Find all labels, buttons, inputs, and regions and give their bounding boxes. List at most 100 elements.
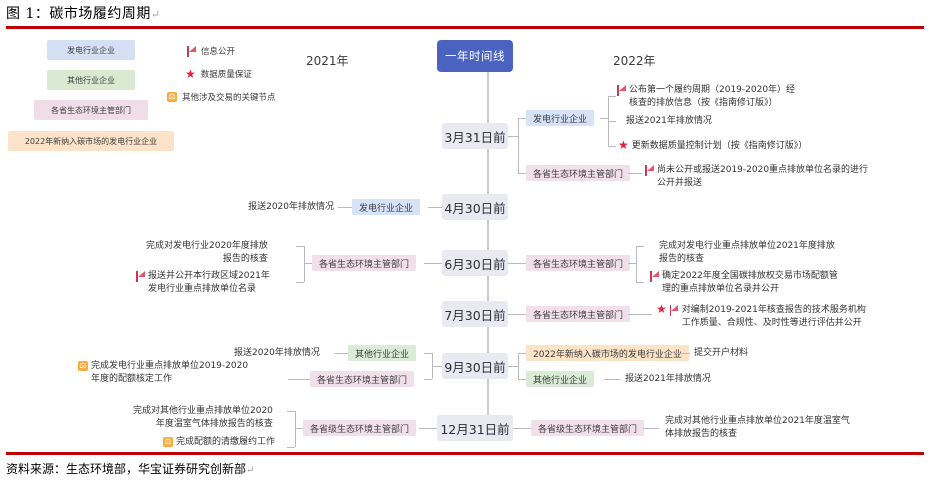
connector	[628, 263, 636, 264]
leaf-text: 报送2020年排放情况	[234, 348, 320, 358]
connector	[432, 366, 442, 367]
role-chip-provincial-depts[interactable]: 各省生态环境主管部门	[310, 371, 415, 387]
date-node-jun30[interactable]: 6月30日前	[442, 250, 508, 276]
star-icon: ★	[618, 138, 629, 152]
role-chip-label: 各省生态环境主管部门	[533, 310, 624, 321]
leaf-item: 完成对发电行业重点排放单位2021年度排放 报告的核查	[659, 240, 835, 265]
legend-marker-label: 其他涉及交易的关键节点	[182, 93, 276, 103]
role-chip-label: 其他行业企业	[355, 349, 410, 360]
top-rule	[6, 26, 924, 29]
date-node-apr30[interactable]: 4月30日前	[442, 194, 508, 220]
role-chip-provincial-depts[interactable]: 各省生态环境主管部门	[312, 255, 417, 271]
connector	[608, 146, 616, 147]
legend-chip-label: 2022年新纳入碳市场的发电行业企业	[24, 136, 158, 146]
flag-icon	[669, 305, 679, 316]
connector	[636, 282, 644, 283]
connector	[432, 353, 433, 379]
leaf-item: 完成对其他行业重点排放单位2021年度温室气 体排放报告的核查	[665, 415, 850, 440]
role-chip-label: 各省级生态环境主管部门	[310, 424, 410, 435]
date-node-sep30[interactable]: 9月30日前	[442, 353, 508, 379]
date-node-jul30[interactable]: 7月30日前	[442, 301, 508, 327]
connector	[508, 314, 526, 315]
legend-marker-trading-nodes: 其他涉及交易的关键节点	[167, 91, 276, 103]
leaf-item: 尚未公开或报送2019-2020重点排放单位名录的进行 公开并报送	[645, 164, 868, 189]
connector	[287, 447, 295, 448]
legend-chip-provincial-depts: 各省生态环境主管部门	[34, 100, 148, 120]
leaf-item: 确定2022年度全国碳排放权交易市场配额管 理的重点排放单位名录并公开	[650, 270, 838, 295]
leaf-text: 报送2021年排放情况	[625, 374, 711, 384]
role-chip-label: 发电行业企业	[533, 114, 588, 125]
legend-chip-other-companies: 其他行业企业	[47, 70, 135, 90]
leaf-text: 更新数据质量控制计划（按《指南修订版》）	[631, 141, 808, 151]
flag-icon	[650, 271, 659, 282]
role-chip-label: 各省生态环境主管部门	[319, 259, 410, 270]
connector	[508, 263, 526, 264]
connector	[334, 353, 348, 354]
date-node-label: 7月30日前	[444, 307, 506, 323]
leaf-item: 报送2020年排放情况	[234, 347, 330, 360]
leaf-text: 报送2020年排放情况	[248, 202, 334, 212]
leaf-item: 报送2020年排放情况	[238, 201, 334, 214]
role-chip-provincial-depts[interactable]: 各省级生态环境主管部门	[531, 420, 645, 436]
connector	[304, 246, 305, 282]
connector	[419, 428, 437, 429]
connector	[338, 207, 352, 208]
role-chip-other-companies[interactable]: 其他行业企业	[348, 345, 417, 361]
leaf-item: 报送2021年排放情况	[626, 115, 712, 128]
figure-number: 图 1：	[6, 6, 50, 22]
date-node-mar31[interactable]: 3月31日前	[442, 123, 508, 149]
timeline-hub-label: 一年时间线	[445, 49, 505, 63]
legend-chip-power-companies: 发电行业企业	[47, 40, 135, 60]
leaf-item: ★ 更新数据质量控制计划（按《指南修订版》）	[618, 138, 808, 153]
role-chip-label: 其他行业企业	[533, 375, 588, 386]
pilcrow-mark: ↵	[150, 8, 161, 21]
role-chip-power-companies[interactable]: 发电行业企业	[526, 110, 595, 126]
timeline-hub: 一年时间线	[437, 40, 513, 72]
leaf-item: 完成发电行业重点排放单位2019-2020 年度的配额核定工作	[78, 360, 248, 385]
connector	[518, 379, 526, 380]
role-chip-provincial-depts[interactable]: 各省生态环境主管部门	[526, 255, 631, 271]
leaf-text: 完成配额的清缴履约工作	[176, 437, 276, 447]
connector	[288, 379, 310, 380]
scale-icon	[163, 436, 173, 447]
leaf-text: 完成对其他行业重点排放单位2021年度温室气 体排放报告的核查	[665, 416, 850, 439]
connector	[424, 353, 432, 354]
date-node-dec31[interactable]: 12月31日前	[437, 415, 513, 441]
role-chip-provincial-depts[interactable]: 各省生态环境主管部门	[526, 306, 631, 322]
star-icon: ★	[656, 302, 667, 316]
role-chip-power-companies[interactable]: 发电行业企业	[352, 199, 421, 215]
connector	[628, 173, 642, 174]
connector	[508, 366, 518, 367]
connector	[508, 136, 518, 137]
source-text: 资料来源：生态环境部，华宝证券研究创新部	[6, 462, 247, 476]
leaf-text: 报送2021年排放情况	[626, 116, 712, 126]
legend-chip-new-power-companies: 2022年新纳入碳市场的发电行业企业	[8, 131, 174, 151]
connector	[287, 411, 295, 412]
connector	[295, 411, 296, 447]
leaf-item: ★ 对编制2019-2021年核查报告的技术服务机构 工作质量、合规性、及时性等…	[656, 302, 866, 329]
figure-title-text: 碳市场履约周期	[49, 6, 151, 22]
role-chip-label: 各省级生态环境主管部门	[538, 424, 638, 435]
connector	[608, 121, 616, 122]
connector	[296, 282, 304, 283]
leaf-text: 尚未公开或报送2019-2020重点排放单位名录的进行 公开并报送	[657, 165, 869, 188]
connector	[636, 246, 644, 247]
pilcrow-mark-2: ↵	[246, 465, 255, 476]
scale-icon	[78, 360, 88, 371]
date-node-label: 12月31日前	[440, 421, 510, 437]
role-chip-provincial-depts[interactable]: 各省级生态环境主管部门	[303, 420, 417, 436]
scale-icon	[167, 91, 177, 102]
legend-chip-label: 其他行业企业	[67, 75, 115, 85]
flag-icon	[617, 85, 626, 96]
role-chip-other-companies[interactable]: 其他行业企业	[526, 371, 595, 387]
legend-chip-label: 发电行业企业	[67, 45, 115, 55]
role-chip-new-power-companies[interactable]: 2022年新纳入碳市场的发电行业企业	[526, 345, 689, 361]
role-chip-label: 各省生态环境主管部门	[533, 169, 624, 180]
connector	[295, 428, 303, 429]
leaf-text: 公布第一个履约周期（2019-2020年）经 核查的排放信息（按《指南修订版》）	[629, 85, 796, 108]
connector	[518, 118, 526, 119]
connector	[424, 263, 442, 264]
connector	[304, 263, 312, 264]
role-chip-label: 各省生态环境主管部门	[317, 375, 408, 386]
role-chip-provincial-depts[interactable]: 各省生态环境主管部门	[526, 165, 631, 181]
